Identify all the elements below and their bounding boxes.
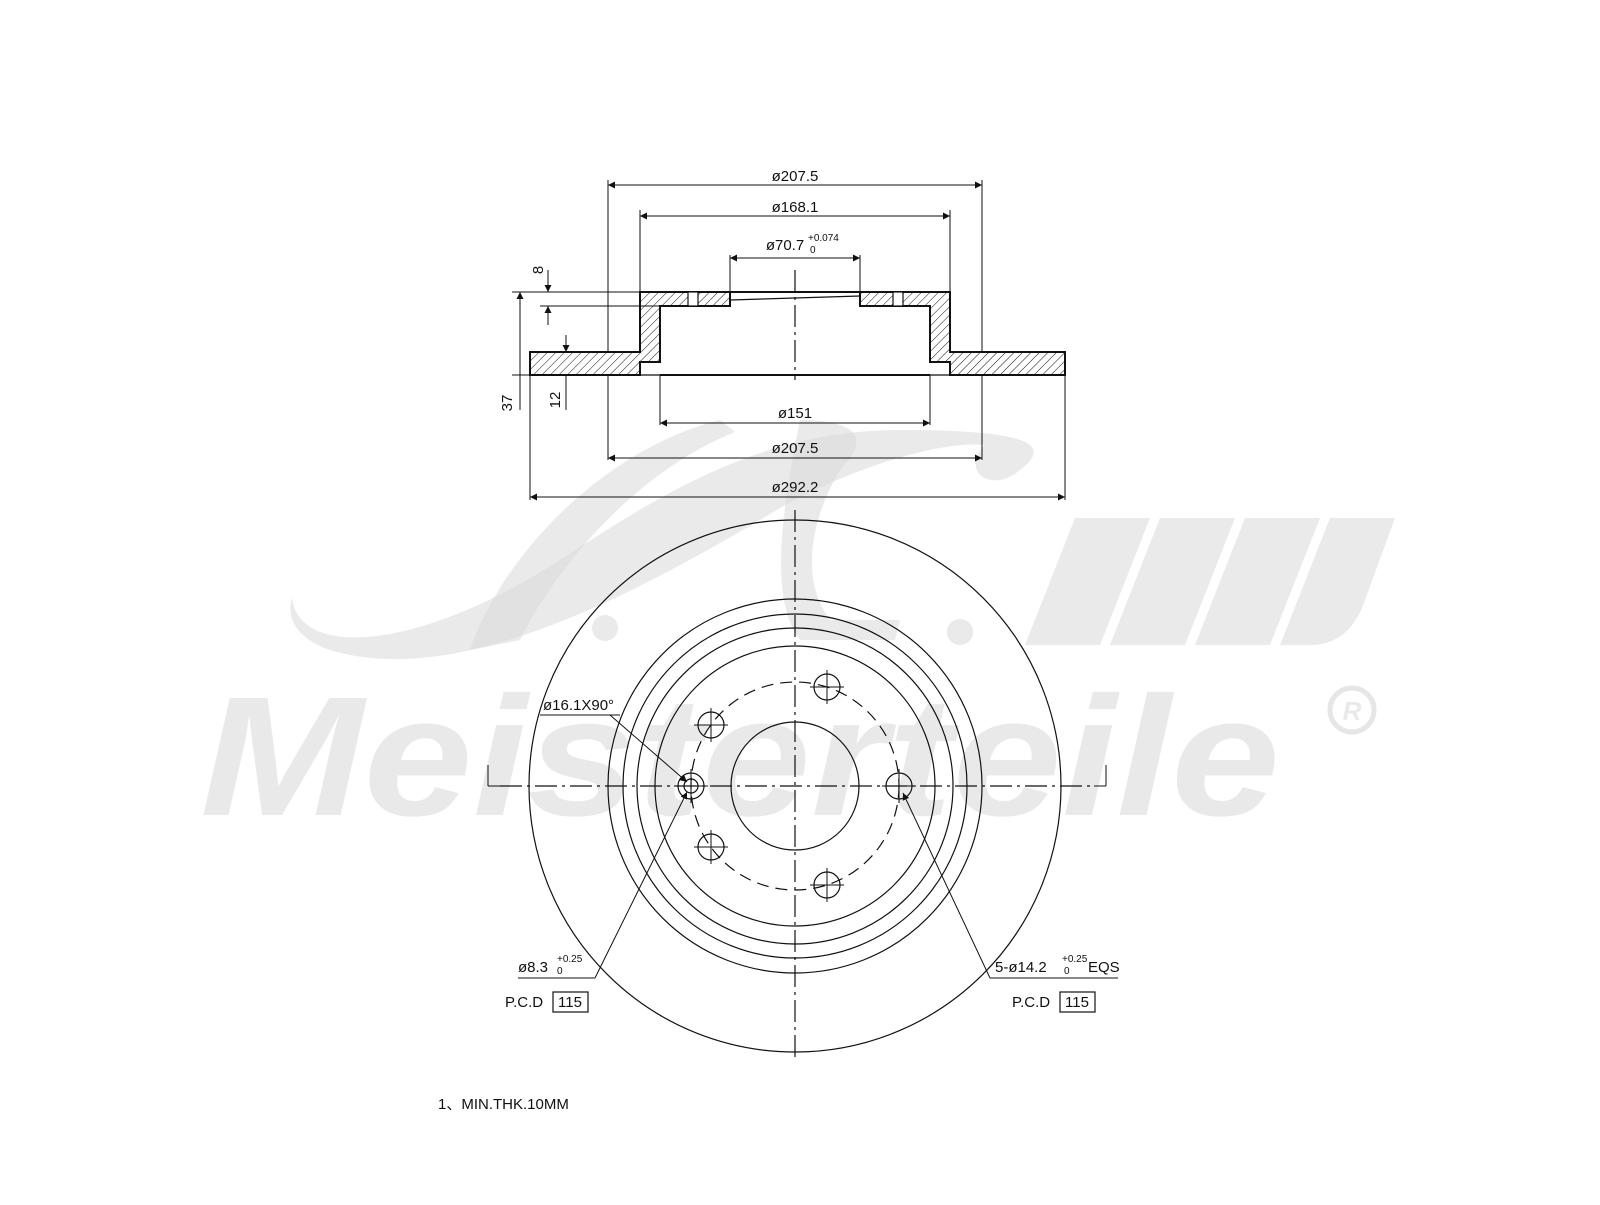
right-hole-suffix: EQS: [1088, 959, 1120, 976]
watermark-stripe: [1025, 518, 1150, 645]
watermark: Meisterteile R: [200, 420, 1395, 852]
watermark-dot-1: [592, 615, 618, 641]
chamfer-label: ø16.1X90°: [543, 697, 614, 714]
section-left-profile: [529, 291, 731, 376]
left-pcd-label: P.C.D: [505, 994, 543, 1011]
dim-outer-bottom: ø207.5: [772, 440, 819, 457]
disc-outer-circle: [528, 519, 1062, 1053]
watermark-stripe: [1195, 518, 1320, 645]
leader-left-hole: [594, 791, 688, 979]
bolt-hole: [810, 670, 844, 704]
watermark-registered-ring: [1327, 685, 1377, 735]
dim-hat-inner: ø151: [778, 405, 812, 422]
flange-hole-right: [892, 291, 904, 307]
hat-inner-line: [729, 295, 861, 301]
left-pcd-value: 115: [558, 994, 582, 1011]
bolt-hole: [694, 708, 728, 742]
bolt-hole: [810, 868, 844, 902]
left-pcd-box: [552, 991, 589, 1013]
flange-hole-left: [687, 291, 699, 307]
section-view: ø207.5 ø168.1 ø70.7 +0.074 0 ø151 ø207.5…: [499, 168, 1066, 501]
dim-bore: ø70.7: [766, 237, 804, 254]
right-hole-tol-upper: +0.25: [1062, 954, 1088, 965]
leader-right-hole: [902, 792, 991, 979]
bolt-hole: [694, 830, 728, 864]
right-hole-tol-lower: 0: [1064, 966, 1070, 977]
hat-outer-circle: [622, 613, 968, 959]
dim-disc: ø292.2: [772, 479, 819, 496]
hat-inner-circle: [654, 645, 936, 927]
dim-bore-tol-upper: +0.074: [808, 233, 839, 244]
watermark-dot-2: [947, 619, 973, 645]
dim-flange-thk: 8: [530, 266, 547, 274]
watermark-stroke-l: [781, 420, 900, 640]
right-pcd-box: [1059, 991, 1096, 1013]
left-hole-label: ø8.3: [518, 959, 548, 976]
locating-hole: [674, 769, 708, 803]
friction-inner-circle: [607, 598, 983, 974]
min-thickness-note: 1、MIN.THK.10MM: [438, 1096, 569, 1113]
dim-total-height: 37: [499, 395, 516, 412]
watermark-stripe: [1280, 518, 1395, 645]
watermark-stripe: [1110, 518, 1235, 645]
dim-outer-top: ø207.5: [772, 168, 819, 185]
bolt-hole: [882, 769, 916, 803]
right-pcd-value: 115: [1065, 994, 1089, 1011]
watermark-brand: Meisterteile: [200, 662, 1280, 852]
center-bore-circle: [730, 721, 860, 851]
left-hole-tol-upper: +0.25: [557, 954, 583, 965]
watermark-stroke-a: [470, 420, 735, 650]
section-right-profile: [859, 291, 1066, 376]
bolt-holes: [694, 670, 916, 902]
hat-step-circle: [636, 627, 954, 945]
dim-bore-tol-lower: 0: [810, 245, 816, 256]
dim-disc-thk: 12: [547, 392, 564, 409]
watermark-registered-mark: R: [1343, 696, 1362, 726]
front-view: ø16.1X90° ø8.3 +0.25 0 P.C.D 115 5-ø14.2…: [487, 510, 1120, 1060]
right-pcd-label: P.C.D: [1012, 994, 1050, 1011]
dim-hat-top: ø168.1: [772, 199, 819, 216]
right-hole-label: 5-ø14.2: [995, 959, 1047, 976]
leader-chamfer: [609, 714, 688, 783]
left-hole-tol-lower: 0: [557, 966, 563, 977]
watermark-stripes: [1025, 518, 1395, 645]
watermark-swoosh: [290, 430, 1034, 660]
